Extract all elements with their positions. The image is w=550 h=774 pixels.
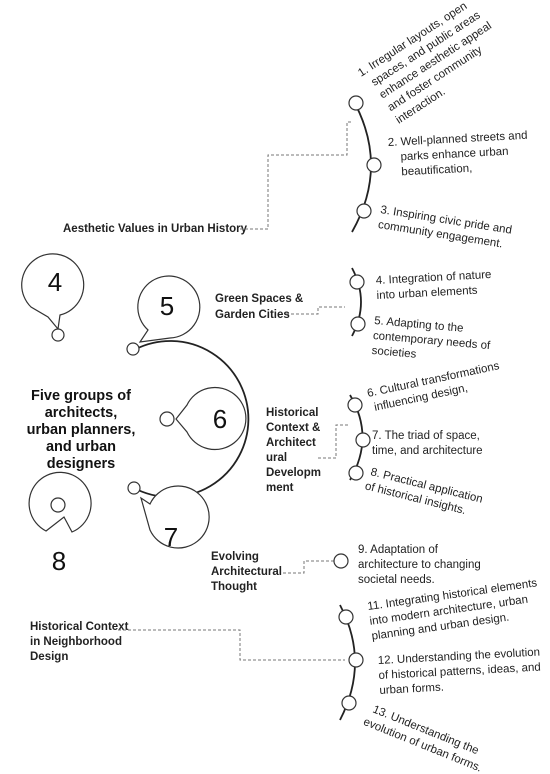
- connector-evolving: [283, 560, 334, 574]
- group-label: Architect: [266, 437, 316, 449]
- item-text-11: 11. Integrating historical elements into…: [367, 577, 538, 642]
- bubble-6-number: 6: [213, 404, 227, 434]
- group-label: Garden Cities: [215, 309, 290, 321]
- item-text-4: 4. Integration of nature into urban elem…: [376, 269, 492, 302]
- center-line: and urban: [46, 439, 116, 455]
- item-node-2: [366, 157, 382, 173]
- item-node-12: [348, 652, 364, 668]
- group-label: Context &: [266, 422, 320, 434]
- item-node-8: [348, 465, 364, 481]
- connector-historical: [318, 424, 348, 459]
- bubble-8: 8: [28, 471, 92, 576]
- item-text-13: 13. Understanding the evolution of urban…: [362, 704, 484, 774]
- connector-green: [286, 306, 345, 315]
- item-text-7: 7. The triad of space, time, and archite…: [372, 430, 483, 457]
- connector-neighborhood: [118, 629, 345, 661]
- bubble-5: 5: [126, 275, 201, 356]
- group-label: Green Spaces &: [215, 293, 303, 305]
- group-label: Historical Context: [30, 621, 129, 633]
- group-label: Developm: [266, 467, 321, 479]
- item-line: 9. Adaptation of: [358, 544, 439, 556]
- item-text-5: 5. Adapting to the contemporary needs of…: [371, 315, 491, 361]
- item-node-3: [356, 203, 372, 219]
- item-text-6: 6. Cultural transformations influencing …: [366, 360, 501, 414]
- center-line: urban planners,: [27, 422, 136, 438]
- item-node-1: [348, 95, 364, 111]
- item-text-3: 3. Inspiring civic pride and community e…: [377, 204, 513, 250]
- group-label: ment: [266, 482, 294, 494]
- item-line: societies: [371, 345, 417, 361]
- item-node-4: [349, 274, 365, 290]
- item-node-6: [347, 397, 363, 413]
- center-line: architects,: [45, 405, 118, 421]
- item-text-9: 9. Adaptation of architecture to changin…: [358, 544, 481, 586]
- item-node-13: [341, 695, 357, 711]
- item-node-5: [350, 316, 366, 332]
- item-line: 7. The triad of space,: [372, 430, 480, 442]
- center-line: Five groups of: [31, 388, 131, 404]
- center-line: designers: [47, 456, 116, 472]
- bubble-7-number: 7: [164, 522, 178, 552]
- item-line: societal needs.: [358, 574, 435, 586]
- group-label: Thought: [211, 581, 257, 593]
- item-line: urban forms.: [379, 682, 444, 697]
- bubble-5-number: 5: [160, 291, 174, 321]
- group-label: Design: [30, 651, 68, 663]
- group-label: Evolving: [211, 551, 259, 563]
- bubble-4: 4: [21, 253, 85, 342]
- group-label: Aesthetic Values in Urban History: [63, 223, 248, 235]
- group-label: in Neighborhood: [30, 636, 122, 648]
- item-line: time, and architecture: [372, 445, 483, 457]
- group-label: Architectural: [211, 566, 282, 578]
- item-text-1: 1. Irregular layouts, open spaces, and p…: [356, 0, 494, 126]
- center-label: Five groups of architects, urban planner…: [27, 388, 136, 472]
- item-text-2: 2. Well-planned streets and parks enhanc…: [388, 130, 528, 179]
- bubble-8-number: 8: [52, 546, 66, 576]
- connector-aesthetic: [240, 121, 353, 230]
- bubble-7: 7: [127, 481, 210, 552]
- item-text-8: 8. Practical application of historical i…: [364, 466, 484, 517]
- item-line: beautification,: [401, 163, 472, 179]
- group-label: Historical: [266, 407, 318, 419]
- item-node-9: [333, 553, 349, 569]
- item-line: into urban elements: [376, 285, 478, 302]
- item-line: parks enhance urban: [400, 146, 509, 164]
- item-text-12: 12. Understanding the evolution of histo…: [378, 647, 542, 697]
- item-node-7: [355, 432, 371, 448]
- group-label: ural: [266, 452, 287, 464]
- bubble-6: 6: [159, 386, 247, 451]
- item-line: architecture to changing: [358, 559, 481, 571]
- bubble-4-number: 4: [48, 267, 62, 297]
- item-node-11: [338, 609, 354, 625]
